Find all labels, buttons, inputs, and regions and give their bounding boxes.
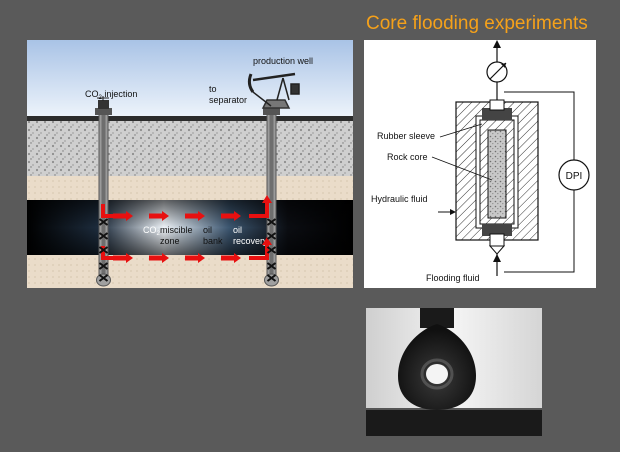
flow-arrows (101, 195, 272, 263)
co2-eor-diagram: CO2 injection production well to separat… (27, 40, 353, 288)
rock-core (487, 129, 507, 219)
dpi-gauge (558, 159, 590, 191)
flow-arrow (113, 211, 133, 221)
production-bend-arrow (249, 202, 269, 218)
flow-arrow (149, 253, 169, 263)
oil-bank-label-line2: bank (203, 236, 223, 246)
core-holder-schematic: DPI Rubber sleeve Rock core Hydraulic fl… (364, 40, 596, 288)
separator-label-line2: separator (209, 95, 247, 105)
separator-label-line1: to (209, 84, 217, 94)
perforation-marker (266, 218, 277, 226)
perforation-marker (98, 246, 109, 254)
sand-layer (27, 176, 353, 200)
co2-injection-label: CO2 injection (85, 89, 137, 101)
miscible-zone-label-line2: zone (160, 236, 180, 246)
flow-arrow (149, 211, 169, 221)
top-end-cap (482, 108, 512, 120)
needle (420, 308, 454, 328)
flow-arrow (185, 253, 205, 263)
pump-jack-icon (247, 72, 300, 109)
perforation-markers (98, 218, 277, 282)
production-bend-arrow (249, 244, 269, 260)
sky-layer (27, 40, 353, 118)
perforation-marker (98, 232, 109, 240)
perforation-marker (98, 262, 109, 270)
perforation-marker (266, 246, 277, 254)
production-arrow-head (262, 237, 272, 245)
injection-wellhead-icon (97, 96, 109, 101)
hydraulic-fluid-label: Hydraulic fluid (371, 194, 428, 204)
flow-arrow (221, 253, 241, 263)
substrate (366, 408, 542, 436)
bottom-end-cap (482, 224, 512, 236)
pendant-drop-image (366, 308, 542, 436)
oil-bank-label-line1: oil (203, 225, 212, 235)
flow-arrow (113, 253, 133, 263)
ground-surface (27, 116, 353, 121)
oil-recovery-label-line1: oil (233, 225, 242, 235)
injection-bend-arrow (101, 204, 113, 218)
gravel-layer (27, 121, 353, 176)
miscible-zone-label-line1: miscible (160, 225, 193, 235)
injection-well (95, 100, 112, 287)
dpi-label: DPI (566, 171, 583, 182)
oil-recovery-label-line2: recovery (233, 236, 268, 246)
perforation-marker (98, 274, 109, 282)
droplet-highlight (426, 364, 448, 384)
co2-zone-label: CO2 (143, 225, 161, 237)
rock-core-label: Rock core (387, 152, 428, 162)
perforation-marker (266, 274, 277, 282)
perforation-marker (266, 262, 277, 270)
perforation-marker (266, 232, 277, 240)
slide-title: Core flooding experiments (366, 13, 588, 34)
flow-arrow (185, 211, 205, 221)
production-arrow-head (262, 195, 272, 203)
flow-arrow (221, 211, 241, 221)
perforation-marker (98, 218, 109, 226)
flooding-fluid-label: Flooding fluid (426, 273, 480, 283)
rubber-sleeve-label: Rubber sleeve (377, 131, 435, 141)
production-well-label: production well (253, 56, 313, 66)
